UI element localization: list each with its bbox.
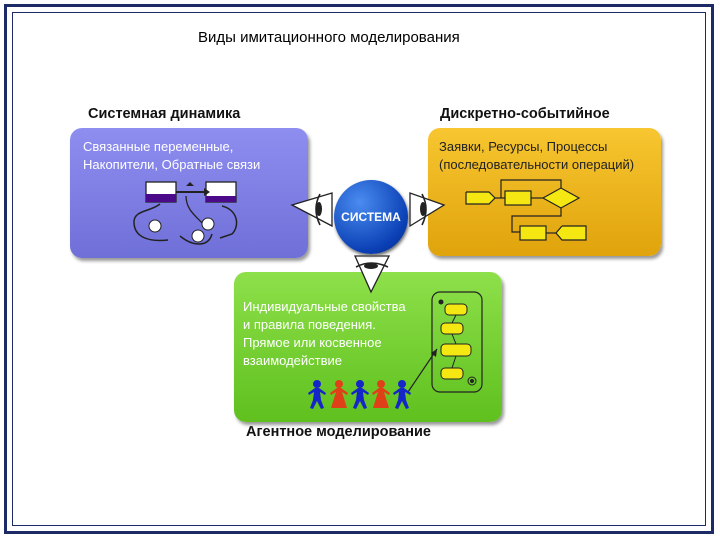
decision-block <box>541 187 581 209</box>
initial-state <box>438 299 444 305</box>
stock-right-level <box>206 196 236 202</box>
outer-frame <box>4 4 714 534</box>
agent-link-line <box>407 348 438 393</box>
state-3 <box>440 343 472 357</box>
system-dynamics-box: Связанные переменные, Накопители, Обратн… <box>70 128 308 258</box>
flow-line-3 <box>511 208 562 233</box>
discrete-event-heading: Дискретно-событийное <box>440 106 610 122</box>
agent-red-1 <box>330 380 348 408</box>
agent-based-box: Индивидуальные свойства и правила поведе… <box>234 272 502 422</box>
inner-frame <box>12 12 706 526</box>
aux-var-1 <box>148 219 162 233</box>
agent-statechart <box>407 291 483 393</box>
loop-line <box>500 179 562 198</box>
aux-var-2 <box>201 217 215 231</box>
agent-blue-1 <box>308 380 326 409</box>
state-transitions <box>451 314 457 369</box>
state-2 <box>440 322 464 335</box>
discrete-event-text: Заявки, Ресурсы, Процессы (последователь… <box>439 139 635 172</box>
flow-valve <box>186 182 194 186</box>
source-block <box>465 191 496 205</box>
agent-blue-2 <box>351 380 369 409</box>
system-dynamics-heading: Системная динамика <box>88 106 241 122</box>
aux-var-3 <box>191 229 205 243</box>
feedback-loop-bottom <box>179 233 213 245</box>
state-4 <box>440 367 464 380</box>
state-1 <box>444 303 468 316</box>
final-state-core <box>470 379 474 383</box>
agent-based-text: Индивидуальные свойства и правила поведе… <box>243 299 406 368</box>
stock-flow-diagram <box>133 181 238 245</box>
stock-left-level <box>146 194 176 202</box>
service-block <box>519 225 547 241</box>
flow-arrowhead <box>204 188 210 196</box>
agent-blue-3 <box>393 380 411 409</box>
agent-based-heading: Агентное моделирование <box>246 424 431 440</box>
system-circle: СИСТЕМА <box>334 180 408 254</box>
statechart-frame <box>431 291 483 393</box>
feedback-loop-left <box>133 203 169 242</box>
agent-red-2 <box>372 380 390 408</box>
feedback-loop-right <box>219 205 238 239</box>
view-eye-bottom-icon <box>353 255 391 294</box>
slide-title: Виды имитационного моделирования <box>198 29 460 46</box>
agents-group <box>308 380 411 409</box>
sink-block <box>555 225 587 241</box>
agent-link-arrowhead <box>431 349 437 357</box>
view-eye-right-icon <box>409 192 446 228</box>
process-flowchart <box>465 179 587 241</box>
system-dynamics-text: Связанные переменные, Накопители, Обратн… <box>83 139 261 172</box>
view-eye-left-icon <box>290 192 333 228</box>
final-state <box>467 376 477 386</box>
queue-block <box>504 190 532 206</box>
